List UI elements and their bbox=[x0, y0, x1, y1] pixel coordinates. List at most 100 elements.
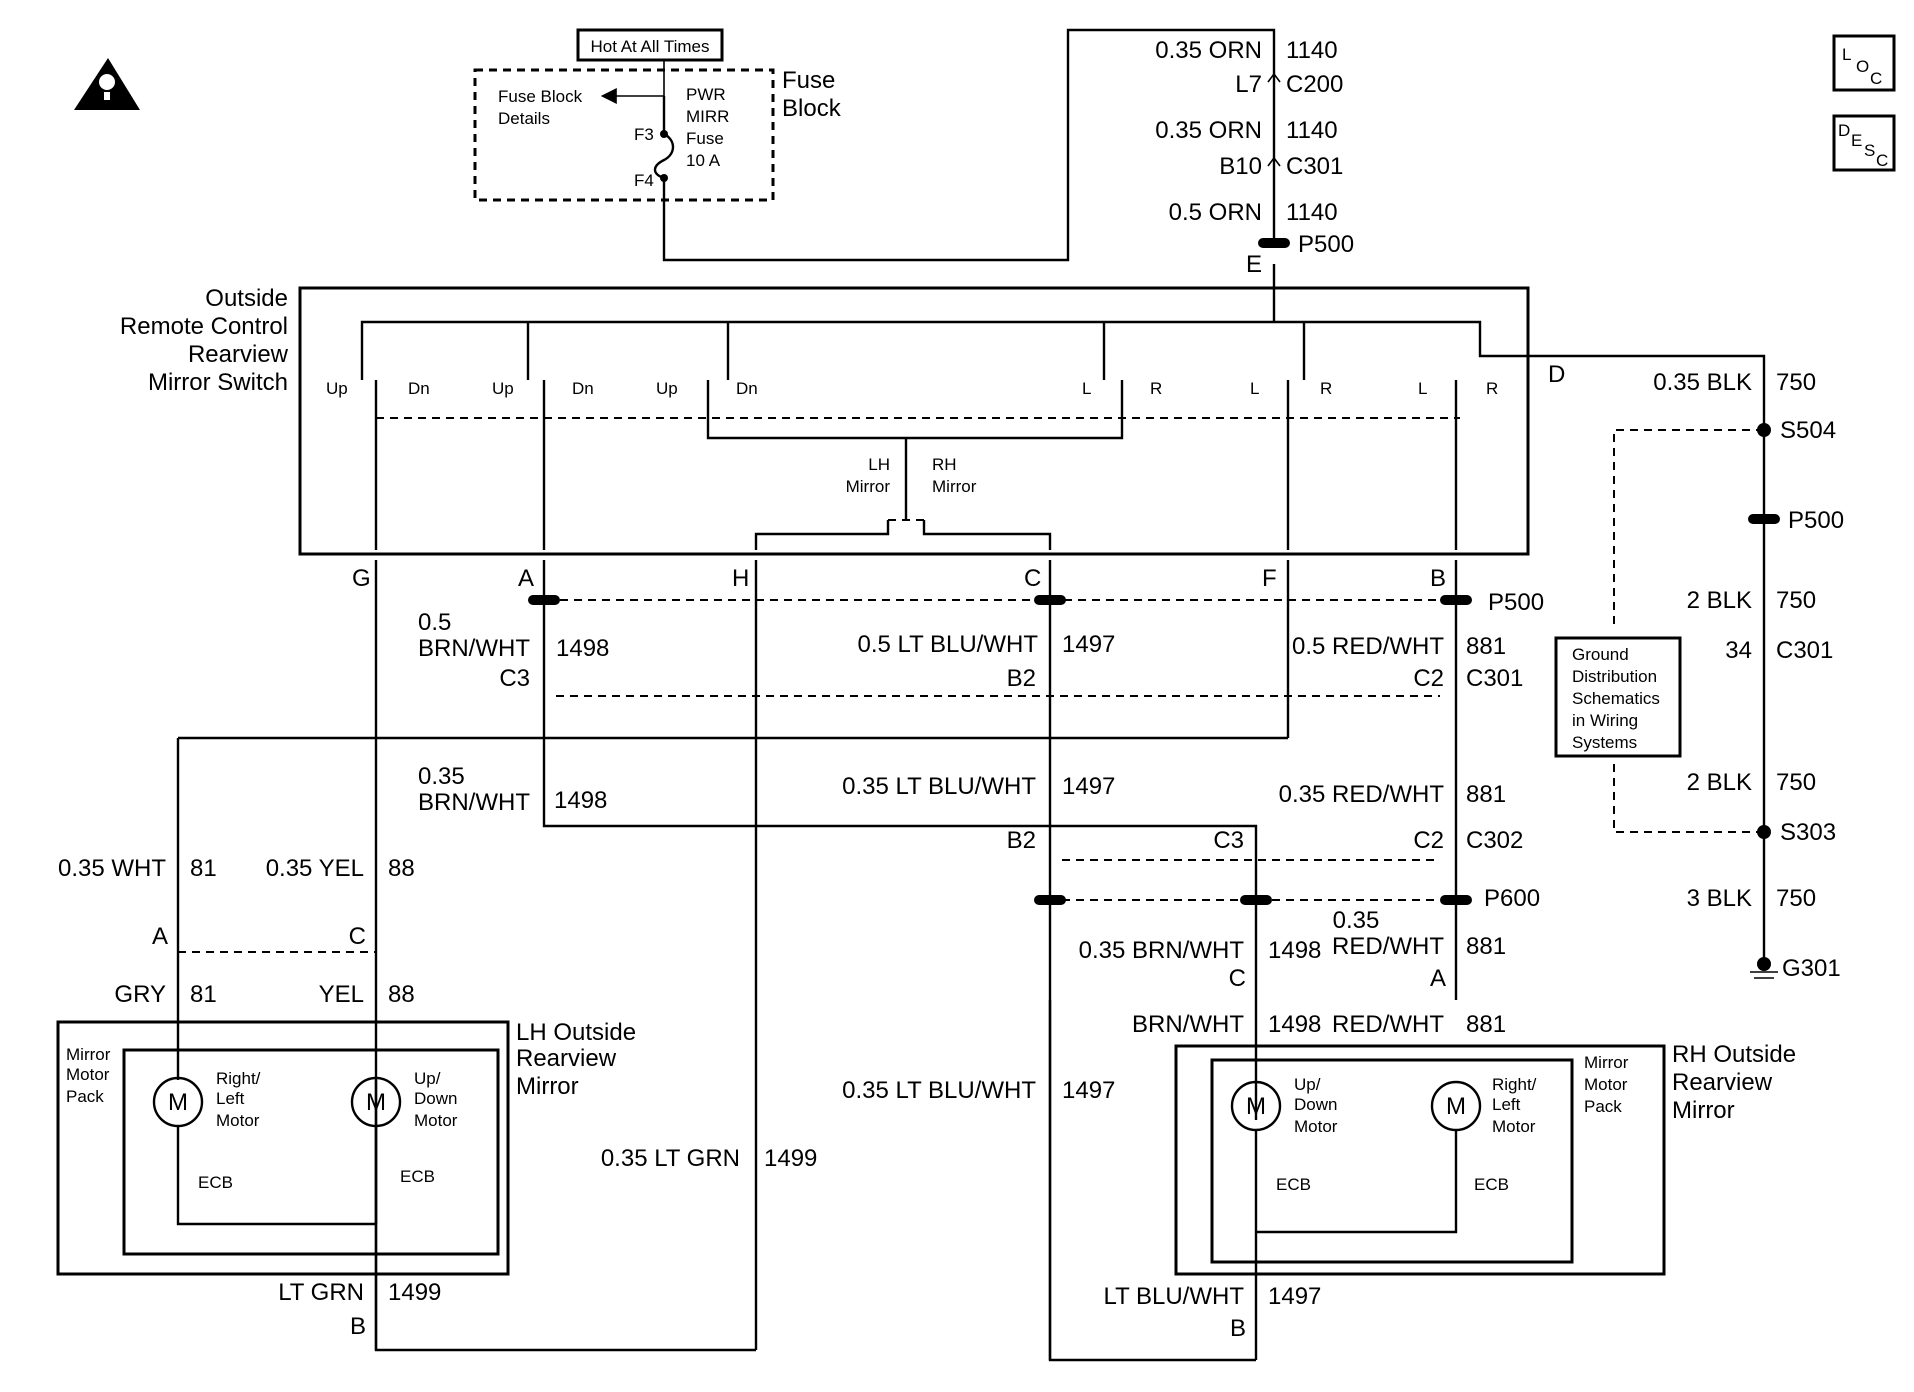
svg-text:C: C bbox=[1229, 965, 1246, 992]
svg-text:LT GRN: LT GRN bbox=[278, 1279, 364, 1306]
svg-text:L: L bbox=[1250, 379, 1259, 398]
svg-text:C301: C301 bbox=[1466, 665, 1523, 692]
svg-text:Details: Details bbox=[498, 109, 550, 128]
rh-outside-mirror: 0.35 BRN/WHT 1498 0.35 RED/WHT 881 C A B… bbox=[1048, 907, 1796, 1362]
feed-circuit-1140: 0.35 ORN 1140 L7 C200 0.35 ORN 1140 B10 … bbox=[1155, 37, 1354, 300]
svg-text:F: F bbox=[1262, 565, 1277, 592]
svg-text:0.5 RED/WHT: 0.5 RED/WHT bbox=[1292, 633, 1444, 660]
svg-text:1497: 1497 bbox=[1062, 773, 1115, 800]
svg-text:L: L bbox=[1842, 45, 1851, 64]
svg-text:in Wiring: in Wiring bbox=[1572, 711, 1638, 730]
svg-text:BRN/WHT: BRN/WHT bbox=[418, 635, 530, 662]
svg-text:2 BLK: 2 BLK bbox=[1687, 769, 1752, 796]
svg-text:S504: S504 bbox=[1780, 417, 1836, 444]
svg-text:C200: C200 bbox=[1286, 71, 1343, 98]
svg-text:81: 81 bbox=[190, 981, 217, 1008]
svg-text:1497: 1497 bbox=[1062, 1077, 1115, 1104]
svg-text:Fuse: Fuse bbox=[686, 129, 724, 148]
svg-text:Outside: Outside bbox=[205, 285, 288, 312]
svg-text:YEL: YEL bbox=[319, 981, 364, 1008]
svg-text:ECB: ECB bbox=[1276, 1175, 1311, 1194]
svg-text:1499: 1499 bbox=[388, 1279, 441, 1306]
svg-text:1497: 1497 bbox=[1268, 1283, 1321, 1310]
svg-text:D: D bbox=[1838, 121, 1850, 140]
svg-text:Rearview: Rearview bbox=[1672, 1069, 1773, 1096]
svg-text:750: 750 bbox=[1776, 885, 1816, 912]
svg-text:H: H bbox=[732, 565, 749, 592]
svg-text:P600: P600 bbox=[1484, 885, 1540, 912]
svg-text:Mirror Switch: Mirror Switch bbox=[148, 369, 288, 396]
svg-text:Up: Up bbox=[492, 379, 514, 398]
svg-text:C301: C301 bbox=[1776, 637, 1833, 664]
mid-connectors: P500 0.5 BRN/WHT 1498 0.5 LT BLU/WHT 149… bbox=[178, 560, 1544, 1360]
svg-text:Up/: Up/ bbox=[414, 1069, 441, 1088]
svg-text:C2: C2 bbox=[1413, 665, 1444, 692]
svg-text:81: 81 bbox=[190, 855, 217, 882]
svg-text:10 A: 10 A bbox=[686, 151, 721, 170]
svg-text:M: M bbox=[168, 1089, 188, 1116]
svg-text:0.35 LT BLU/WHT: 0.35 LT BLU/WHT bbox=[842, 1077, 1036, 1104]
svg-text:Mirror: Mirror bbox=[1672, 1097, 1735, 1124]
svg-text:Up: Up bbox=[656, 379, 678, 398]
svg-text:A: A bbox=[1430, 965, 1446, 992]
description-icon[interactable]: D E S C bbox=[1832, 114, 1896, 172]
svg-text:881: 881 bbox=[1466, 1011, 1506, 1038]
svg-text:R: R bbox=[1150, 379, 1162, 398]
svg-text:750: 750 bbox=[1776, 587, 1816, 614]
svg-text:Fuse Block: Fuse Block bbox=[498, 87, 583, 106]
svg-text:M: M bbox=[1246, 1093, 1266, 1120]
svg-text:Left: Left bbox=[1492, 1095, 1521, 1114]
svg-text:A: A bbox=[518, 565, 534, 592]
svg-text:C: C bbox=[1876, 151, 1888, 170]
location-icon[interactable]: L O C bbox=[1832, 34, 1896, 92]
svg-text:Motor: Motor bbox=[1492, 1117, 1536, 1136]
svg-text:Left: Left bbox=[216, 1089, 245, 1108]
svg-text:0.5 ORN: 0.5 ORN bbox=[1169, 199, 1262, 226]
svg-text:0.35 ORN: 0.35 ORN bbox=[1155, 37, 1262, 64]
svg-text:0.35 YEL: 0.35 YEL bbox=[266, 855, 364, 882]
svg-text:B2: B2 bbox=[1007, 827, 1036, 854]
svg-text:C: C bbox=[1870, 69, 1882, 88]
svg-text:1140: 1140 bbox=[1286, 117, 1338, 144]
svg-text:2 BLK: 2 BLK bbox=[1687, 587, 1752, 614]
svg-text:Motor: Motor bbox=[216, 1111, 260, 1130]
svg-text:0.5: 0.5 bbox=[418, 609, 451, 636]
svg-text:0.35: 0.35 bbox=[418, 763, 465, 790]
svg-text:C301: C301 bbox=[1286, 153, 1343, 180]
svg-text:ECB: ECB bbox=[198, 1173, 233, 1192]
svg-text:34: 34 bbox=[1725, 637, 1752, 664]
svg-text:1498: 1498 bbox=[1268, 1011, 1321, 1038]
svg-text:750: 750 bbox=[1776, 769, 1816, 796]
svg-text:G301: G301 bbox=[1782, 955, 1841, 982]
svg-text:LT BLU/WHT: LT BLU/WHT bbox=[1104, 1283, 1245, 1310]
svg-text:Distribution: Distribution bbox=[1572, 667, 1657, 686]
svg-text:RH Outside: RH Outside bbox=[1672, 1041, 1796, 1068]
svg-text:88: 88 bbox=[388, 981, 415, 1008]
svg-text:Rearview: Rearview bbox=[516, 1045, 617, 1072]
ground-circuit-750: 0.35 BLK 750 S504 P500 2 BLK 750 34 C301… bbox=[1540, 354, 1844, 982]
svg-text:C2: C2 bbox=[1413, 827, 1444, 854]
svg-text:C302: C302 bbox=[1466, 827, 1523, 854]
svg-text:0.35: 0.35 bbox=[1333, 907, 1380, 934]
svg-text:Up/: Up/ bbox=[1294, 1075, 1321, 1094]
svg-text:LH Outside: LH Outside bbox=[516, 1019, 636, 1046]
svg-text:Up: Up bbox=[326, 379, 348, 398]
svg-text:0.5 LT BLU/WHT: 0.5 LT BLU/WHT bbox=[858, 631, 1039, 658]
svg-text:0.35 RED/WHT: 0.35 RED/WHT bbox=[1279, 781, 1445, 808]
svg-text:Fuse: Fuse bbox=[782, 67, 835, 94]
svg-text:0.35 BLK: 0.35 BLK bbox=[1653, 369, 1752, 396]
lower-wire-labels: 0.35 LT BLU/WHT 1497 0.35 LT GRN 1499 bbox=[601, 1077, 1116, 1172]
svg-text:Pack: Pack bbox=[66, 1087, 104, 1106]
svg-text:O: O bbox=[1856, 57, 1869, 76]
svg-text:0.35 BRN/WHT: 0.35 BRN/WHT bbox=[1079, 937, 1245, 964]
svg-text:MIRR: MIRR bbox=[686, 107, 729, 126]
svg-text:Mirror: Mirror bbox=[846, 477, 891, 496]
svg-text:1497: 1497 bbox=[1062, 631, 1115, 658]
svg-text:Mirror: Mirror bbox=[66, 1045, 111, 1064]
svg-text:Rearview: Rearview bbox=[188, 341, 289, 368]
svg-text:L: L bbox=[1082, 379, 1091, 398]
svg-text:RED/WHT: RED/WHT bbox=[1332, 933, 1444, 960]
remote-control-mirror-switch: Outside Remote Control Rearview Mirror S… bbox=[120, 285, 1565, 556]
svg-text:B: B bbox=[350, 1313, 366, 1340]
svg-text:E: E bbox=[1851, 131, 1862, 150]
